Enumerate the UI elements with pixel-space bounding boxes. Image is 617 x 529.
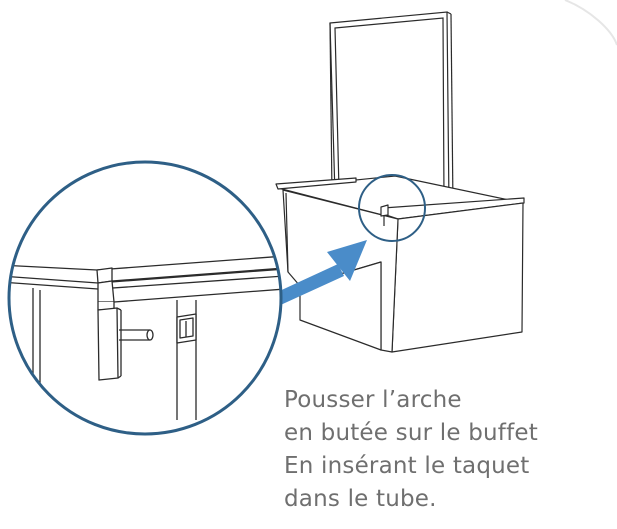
- zoom-circle-background: [9, 162, 281, 434]
- instruction-text: Pousser l’arche en butée sur le buffet E…: [284, 384, 614, 516]
- zoom-circle-border: [7, 160, 283, 436]
- buffet-cabinet: [275, 175, 525, 353]
- zoom-detail: [9, 255, 281, 420]
- instruction-line-2: en butée sur le buffet: [284, 420, 538, 446]
- instruction-line-3: En insérant le taquet: [284, 453, 530, 479]
- detail-target-circle: [358, 174, 426, 242]
- instruction-line-4: dans le tube.: [284, 486, 437, 512]
- background-arc: [564, 0, 617, 46]
- instruction-line-1: Pousser l’arche: [284, 387, 462, 413]
